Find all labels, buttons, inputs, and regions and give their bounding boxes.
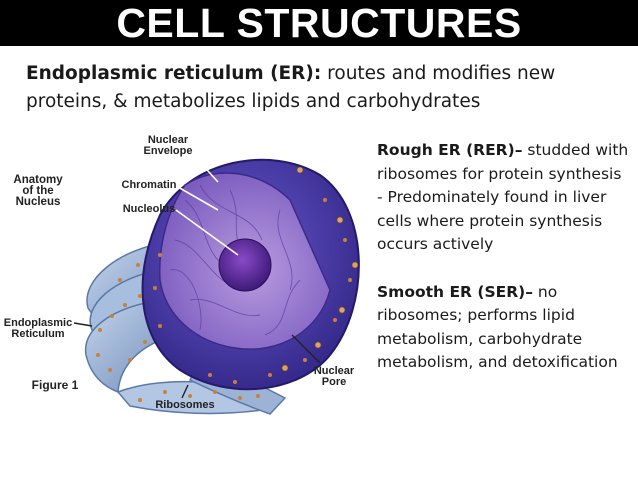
spacer [377,257,635,281]
leader-lines [175,159,239,256]
nuclear-pores [281,166,359,372]
title-bar: CELL STRUCTURES [0,0,638,46]
label-endoplasmic-reticulum: Endoplasmic Reticulum [3,317,73,340]
ser-term: Smooth ER (SER)– [377,282,533,301]
nucleus-illustration [73,158,360,415]
label-nuclear-pore: Nuclear Pore [313,365,355,388]
label-nuclear-envelope: Nuclear Envelope [143,134,193,157]
figure-heading: Anatomy of the Nucleus [13,174,63,208]
ribosome-dots [96,198,352,402]
nucleolus [218,238,272,292]
leader-lines-dark [73,322,321,399]
nucleus-figure: Anatomy of the Nucleus Nuclear Envelope … [0,130,372,430]
label-figure-1: Figure 1 [31,378,79,392]
rer-term: Rough ER (RER)– [377,141,523,159]
label-nucleolus: Nucleolus [122,203,176,215]
er-description: Rough ER (RER)– studded with ribosomes f… [377,139,635,375]
rer-note: - Predominately found in liver cells whe… [377,188,607,253]
rer-text: studded with ribosomes for protein synth… [377,141,629,183]
slide-title: CELL STRUCTURES [116,0,522,46]
label-ribosomes: Ribosomes [155,399,215,411]
label-chromatin: Chromatin [121,179,177,191]
intro-paragraph: Endoplasmic reticulum (ER): routes and m… [26,60,626,116]
intro-text: routes and modifies new proteins, & meta… [26,63,556,112]
ser-text: no ribosomes; performs lipid metabolism,… [377,282,618,372]
rer-description: Rough ER (RER)– studded with ribosomes f… [377,139,635,186]
intro-term: Endoplasmic reticulum (ER): [26,63,322,84]
ser-description: Smooth ER (SER)– no ribosomes; performs … [377,281,635,375]
